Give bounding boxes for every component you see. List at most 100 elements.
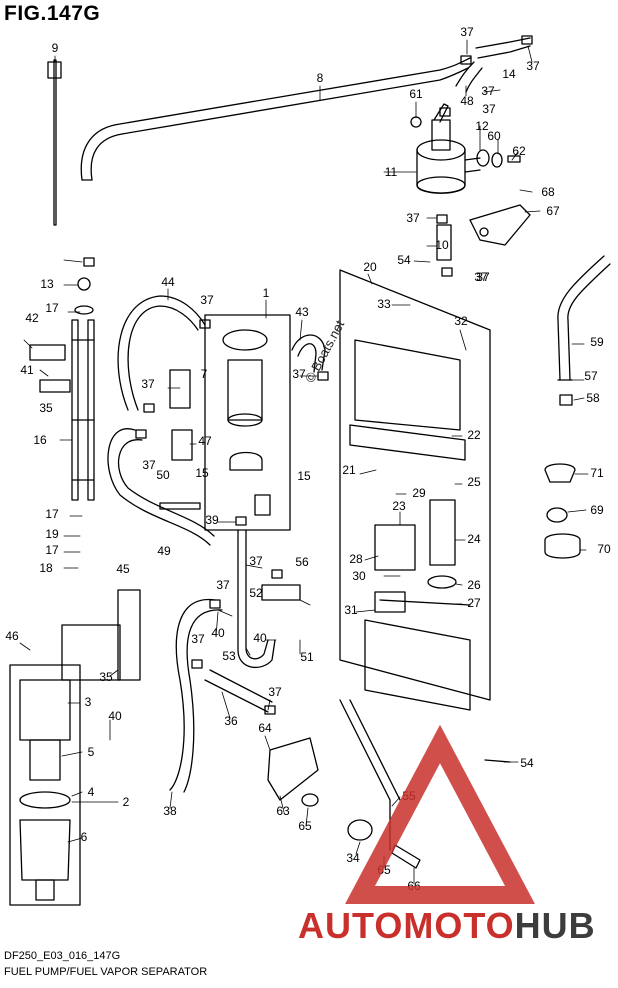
hose-38 [169, 598, 223, 793]
bolt-50 [159, 502, 201, 510]
callout-61: 61 [409, 87, 423, 101]
callout-25: 25 [467, 475, 481, 489]
figure-code: DF250_E03_016_147G [4, 950, 121, 962]
callout-28: 28 [349, 552, 363, 566]
callout-37: 37 [268, 685, 282, 699]
callout-45: 45 [116, 562, 130, 576]
callout-50: 50 [156, 468, 170, 482]
cable-tie [47, 59, 62, 226]
bolt-62 [507, 155, 521, 163]
figure-title: FIG.147G [4, 2, 101, 25]
callout-4: 4 [88, 785, 95, 799]
callout-37: 37 [481, 84, 495, 98]
callout-71: 71 [590, 466, 604, 480]
logo-part-2: HUB [514, 905, 596, 946]
callout-68: 68 [541, 185, 555, 199]
callout-29: 29 [412, 486, 426, 500]
callout-37: 37 [216, 578, 230, 592]
callout-37: 37 [142, 458, 156, 472]
fuel-pump-24 [429, 499, 456, 566]
callout-35: 35 [99, 670, 113, 684]
callout-20: 20 [363, 260, 377, 274]
callout-6: 6 [81, 830, 88, 844]
clamp-70 [544, 533, 581, 559]
callout-2: 2 [123, 795, 130, 809]
bracket-31 [374, 591, 406, 613]
callout-34: 34 [346, 851, 360, 865]
washer-65 [301, 793, 319, 807]
figure-description: FUEL PUMP/FUEL VAPOR SEPARATOR [4, 966, 208, 978]
callout-16: 16 [33, 433, 47, 447]
bracket-67 [469, 204, 531, 246]
callout-54: 54 [520, 756, 534, 770]
callout-37: 37 [191, 632, 205, 646]
callout-40: 40 [253, 631, 267, 645]
callout-41: 41 [20, 363, 34, 377]
callout-27: 27 [467, 596, 481, 610]
callout-39: 39 [205, 513, 219, 527]
fuel-pipe-bracket [29, 277, 95, 501]
callout-10: 10 [435, 238, 449, 252]
callout-58: 58 [586, 391, 600, 405]
callout-40: 40 [211, 626, 225, 640]
low-pressure-pump [204, 314, 291, 531]
callout-37: 37 [406, 211, 420, 225]
callout-18: 18 [39, 561, 53, 575]
callout-9: 9 [52, 41, 59, 55]
automotohub-triangle-icon [345, 724, 535, 904]
callout-11: 11 [385, 165, 398, 179]
pressure-regulator-23 [374, 524, 416, 571]
callout-21: 21 [342, 463, 356, 477]
callout-35: 35 [39, 401, 53, 415]
callout-37: 37 [249, 554, 263, 568]
callout-70: 70 [597, 542, 611, 556]
logo-part-1: AUTOMOTO [298, 905, 515, 946]
bracket-63 [267, 737, 319, 801]
callout-24: 24 [467, 532, 481, 546]
callout-23: 23 [392, 499, 406, 513]
callout-46: 46 [5, 629, 19, 643]
callout-30: 30 [352, 569, 366, 583]
callout-14: 14 [502, 67, 516, 81]
grommet-69 [546, 507, 568, 523]
callout-47: 47 [198, 434, 212, 448]
callout-17: 17 [45, 543, 59, 557]
callout-64: 64 [258, 721, 272, 735]
callout-22: 22 [467, 428, 481, 442]
joint-52 [261, 584, 301, 601]
pipe-10 [436, 224, 452, 261]
callout-12: 12 [475, 119, 489, 133]
rod-55 [339, 699, 391, 851]
callout-3: 3 [85, 695, 92, 709]
cap-61 [410, 116, 422, 128]
callout-37: 37 [474, 270, 488, 284]
grommet-12 [476, 149, 490, 167]
small-hose-14 [455, 37, 531, 93]
callout-57: 57 [584, 369, 598, 383]
hose-43 [291, 334, 326, 373]
washer-60 [491, 152, 503, 168]
callout-13: 13 [40, 277, 54, 291]
callout-63: 63 [276, 804, 290, 818]
vapor-separator-filter [416, 103, 481, 194]
callout-1: 1 [263, 286, 270, 300]
clamp-58 [559, 394, 573, 406]
hose-44 [117, 295, 206, 411]
callout-33: 33 [377, 297, 391, 311]
callout-65: 65 [298, 819, 312, 833]
callout-60: 60 [487, 129, 501, 143]
callout-67: 67 [546, 204, 560, 218]
tube-47 [171, 429, 193, 461]
callout-8: 8 [317, 71, 324, 85]
callout-37: 37 [482, 102, 496, 116]
grommet-34 [347, 819, 373, 841]
callout-37: 37 [460, 25, 474, 39]
bolt-66 [391, 844, 421, 869]
callout-26: 26 [467, 578, 481, 592]
callout-37: 37 [141, 377, 155, 391]
callout-37: 37 [476, 270, 490, 284]
callout-7: 7 [201, 367, 208, 381]
vent-hose-59 [557, 255, 611, 381]
callout-59: 59 [590, 335, 604, 349]
